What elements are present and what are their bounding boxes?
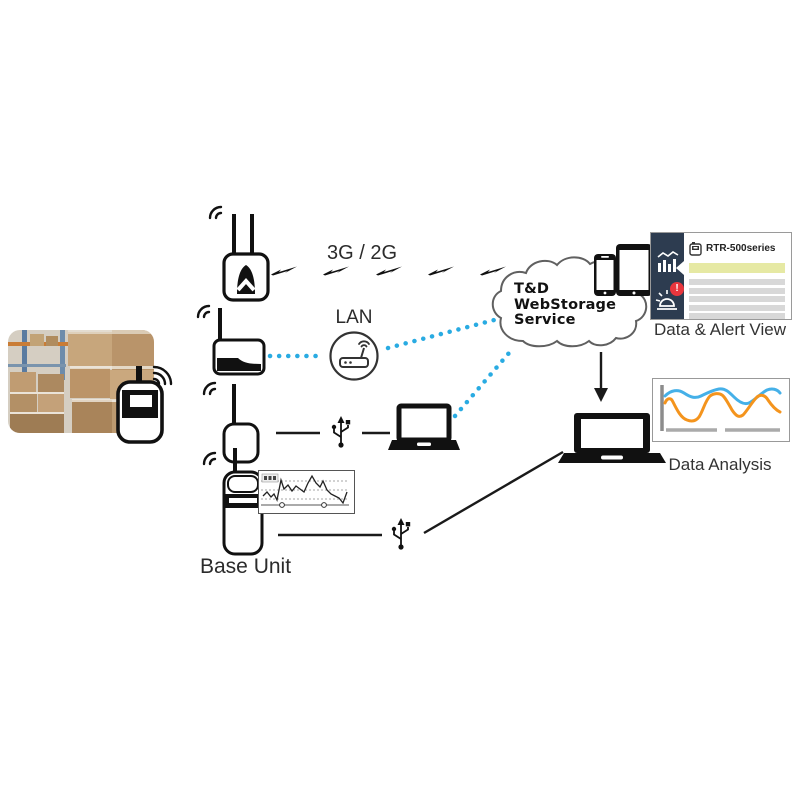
cloud-line1: T&D [514,281,550,297]
device-body [222,422,260,464]
wifi-signal-icon [152,365,173,386]
cloud-line2: WebStorage [514,296,617,313]
usb-icon [390,517,412,551]
analysis-chart [660,385,782,432]
base-unit-label: Base Unit [200,555,292,578]
cloud-service-label: T&D WebStorage Service [514,281,624,329]
panel-selection-notch [676,261,684,275]
bar-chart-icon [657,251,679,272]
recorded-data-chart [258,470,355,514]
wifi-signal-icon [202,451,217,466]
arrow-down-icon [594,352,608,402]
lightning-link-icon [271,266,297,276]
lightning-link-icon [323,266,349,276]
antenna [233,448,237,476]
laptop-icon [388,402,460,454]
lan-router-icon [328,330,380,382]
wifi-signal-icon [196,304,211,319]
compact-base-unit [200,378,262,464]
lan-label: LAN [335,307,373,328]
device-screen [229,498,257,503]
analysis-line-blue [663,387,782,406]
cloud-line3: Service [514,312,576,329]
data-row [689,287,785,294]
alert-badge: ! [670,282,684,296]
logger-display [130,395,152,407]
data-row [689,296,785,302]
alert-panel-sidebar: ! [651,233,684,319]
device-emblem-notch [236,277,256,292]
lightning-link-icon [428,266,454,276]
wifi-signal-icon [208,205,223,220]
antenna [232,214,236,258]
device-series-label: RTR-500series [706,243,776,254]
analysis-line-orange [663,392,782,423]
data-analysis-panel [652,378,790,442]
mobile-devices [590,244,652,302]
mobile-base-unit [206,202,272,302]
handheld-base-unit [200,448,266,558]
antenna [232,384,236,428]
device-base-shade [217,358,261,371]
wifi-signal-icon [202,381,217,396]
data-row [689,313,785,319]
analysis-laptop-icon [556,410,668,468]
data-alert-view-panel: ! RTR-500series [650,232,792,320]
device-series-row: RTR-500series [689,241,775,256]
usb-icon [330,415,352,449]
antenna [218,308,222,344]
data-alert-view-label: Data & Alert View [654,320,786,339]
data-row [689,304,785,311]
antenna [250,214,254,258]
data-row-highlight [689,263,785,273]
dotted-link-laptop-to-cloud [452,350,512,419]
logger-mini-icon [689,242,702,256]
lan-base-unit [196,300,268,376]
device-body [222,470,264,556]
alarm-icon [655,290,677,310]
data-row [689,279,785,285]
data-logger [108,360,178,446]
logger-antenna [136,366,142,384]
dotted-link-lan-to-cloud [385,316,501,351]
lightning-link-icon [376,266,402,276]
recorded-data-line [262,474,348,505]
tablet-icon [616,244,652,296]
data-analysis-label: Data Analysis [668,455,772,474]
smartphone-icon [594,254,616,296]
cable-usb-to-analysis-laptop [423,450,564,535]
network-label: 3G / 2G [326,242,398,264]
